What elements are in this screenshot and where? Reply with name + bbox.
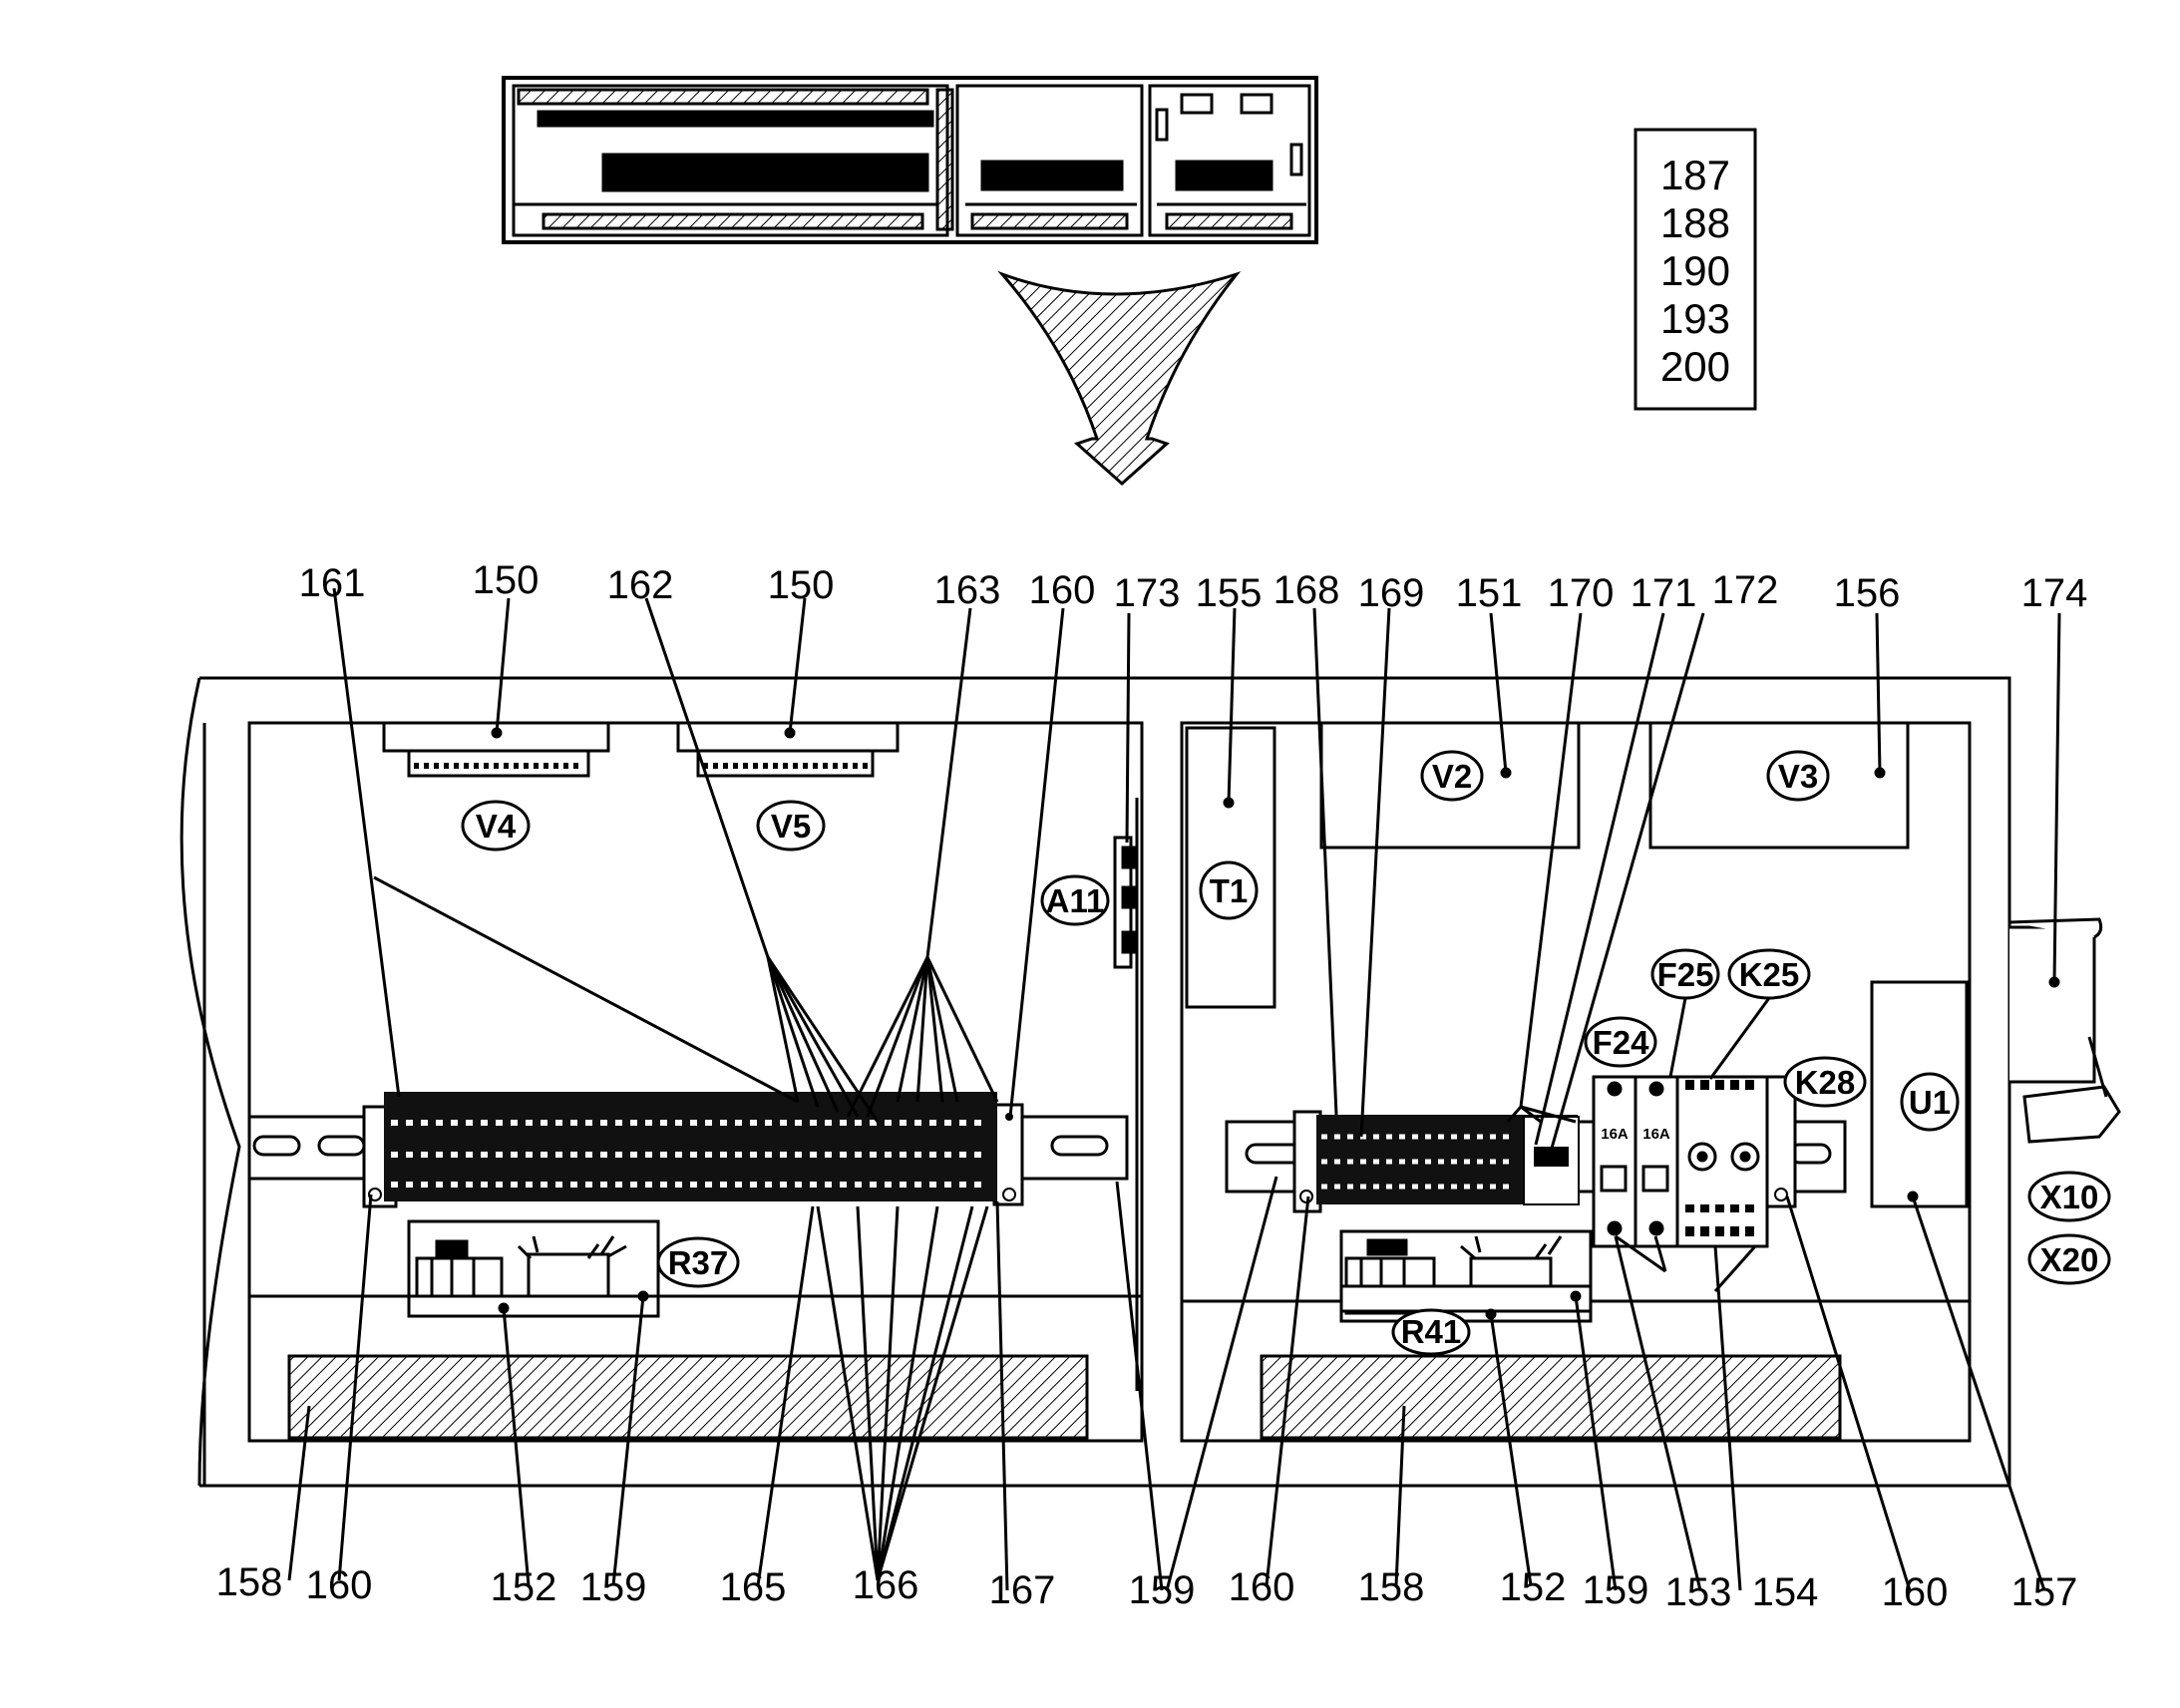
part-label: 158 [216,1560,283,1604]
part-label: 166 [853,1563,919,1607]
reference-line: 187 [1660,152,1730,198]
fuse-rating: 16A [1601,1126,1629,1143]
part-label: 160 [1029,568,1096,612]
part-label: 174 [2021,571,2088,615]
part-label: 161 [299,561,366,605]
part-label: 159 [1583,1568,1649,1612]
tag-f24: F24 [1593,1024,1650,1061]
tag-v4: V4 [476,808,517,845]
part-label: 171 [1631,571,1697,615]
reference-line: 190 [1660,247,1730,294]
part-label: 167 [989,1568,1056,1612]
fuse-rating: 16A [1642,1126,1670,1143]
part-label: 156 [1834,571,1901,615]
part-label: 173 [1114,571,1181,615]
part-label: 160 [306,1563,373,1607]
part-label: 159 [580,1565,647,1609]
part-label: 168 [1273,568,1340,612]
component-tag-ovals [461,750,2111,1356]
tag-x20: X20 [2040,1241,2099,1278]
part-label: 165 [720,1565,787,1609]
leader-lines [287,587,2061,1591]
tag-v3: V3 [1778,758,1818,795]
tag-k28: K28 [1795,1064,1856,1101]
part-label: 160 [1882,1570,1949,1614]
part-label: 155 [1196,571,1263,615]
zoom-arrow [997,270,1242,487]
part-label: 152 [1500,1565,1567,1609]
part-label: 169 [1358,571,1425,615]
external-plug-174 [2008,917,2121,1144]
part-label: 152 [491,1565,557,1609]
overview-thumbnail [502,76,1318,244]
reference-line: 200 [1660,343,1730,390]
tag-r37: R37 [668,1244,729,1281]
tag-u1: U1 [1909,1084,1951,1121]
tag-v5: V5 [771,808,811,845]
tag-r41: R41 [1401,1313,1462,1350]
tag-a11: A11 [1046,882,1105,919]
resistor-r41 [1339,1229,1593,1323]
part-label: 150 [768,563,835,607]
reference-line: 188 [1660,199,1730,246]
part-label: 160 [1229,1565,1295,1609]
reference-line: 193 [1660,295,1730,342]
tag-v2: V2 [1432,758,1472,795]
terminal-strip-left [362,1092,1024,1208]
tag-t1: T1 [1210,872,1249,909]
reference-box: 187 188 190 193 200 [1634,128,1757,411]
terminal-strip-right [1292,1110,1580,1213]
tag-k25: K25 [1739,956,1800,993]
part-label: 153 [1665,1570,1732,1614]
part-label: 162 [607,563,674,607]
part-label: 157 [2011,1570,2078,1614]
part-label: 158 [1358,1565,1425,1609]
part-label: 150 [473,558,540,602]
resistor-r37 [407,1219,660,1318]
part-label: 170 [1548,571,1615,615]
part-label: 154 [1752,1570,1819,1614]
device-v5 [676,721,900,778]
part-label: 151 [1456,571,1523,615]
tag-x10: X10 [2040,1179,2099,1215]
device-v4 [382,721,610,778]
part-label: 163 [934,568,1001,612]
part-label: 172 [1712,568,1779,612]
connector-a11 [1113,836,1139,969]
part-label: 159 [1129,1568,1196,1612]
fuse-relay-block [1592,1075,1797,1248]
tag-f25: F25 [1657,956,1714,993]
